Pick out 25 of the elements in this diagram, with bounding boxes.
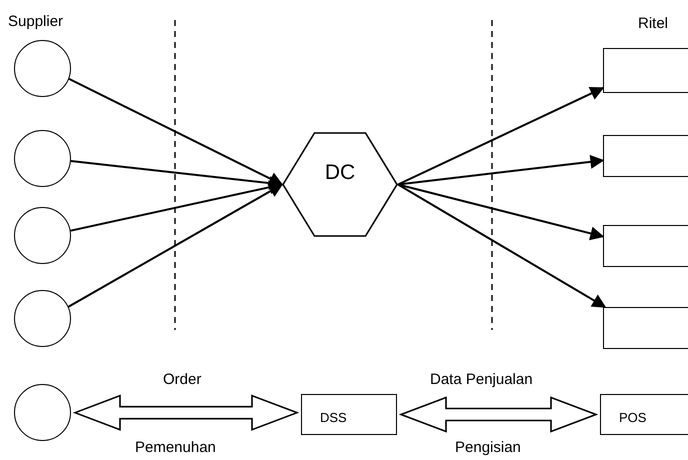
- edge-label: Data Penjualan: [430, 372, 533, 388]
- arrow: [398, 86, 604, 186]
- arrow: [398, 154, 604, 186]
- arrow: [68, 78, 284, 186]
- process-box: [301, 394, 397, 435]
- hexagon-node: [282, 132, 398, 237]
- process-box: [603, 225, 688, 267]
- process-box: [600, 394, 688, 435]
- arrow: [68, 184, 284, 308]
- node-label: DSS: [320, 410, 347, 425]
- double-block-arrow: [72, 394, 300, 431]
- process-box: [603, 307, 688, 349]
- process-box: [603, 48, 688, 93]
- arrow: [398, 184, 606, 308]
- arrow: [70, 160, 284, 190]
- text-label: Pengisian: [455, 440, 521, 456]
- arrow: [70, 180, 284, 232]
- node-label: DC: [324, 160, 356, 184]
- node-label: POS: [619, 410, 646, 425]
- double-block-arrow: [398, 396, 598, 433]
- edge-label: Order: [163, 372, 202, 388]
- arrow: [398, 184, 604, 240]
- text-label: Ritel: [638, 16, 668, 32]
- text-label: Pemenuhan: [135, 440, 216, 456]
- process-box: [603, 135, 688, 177]
